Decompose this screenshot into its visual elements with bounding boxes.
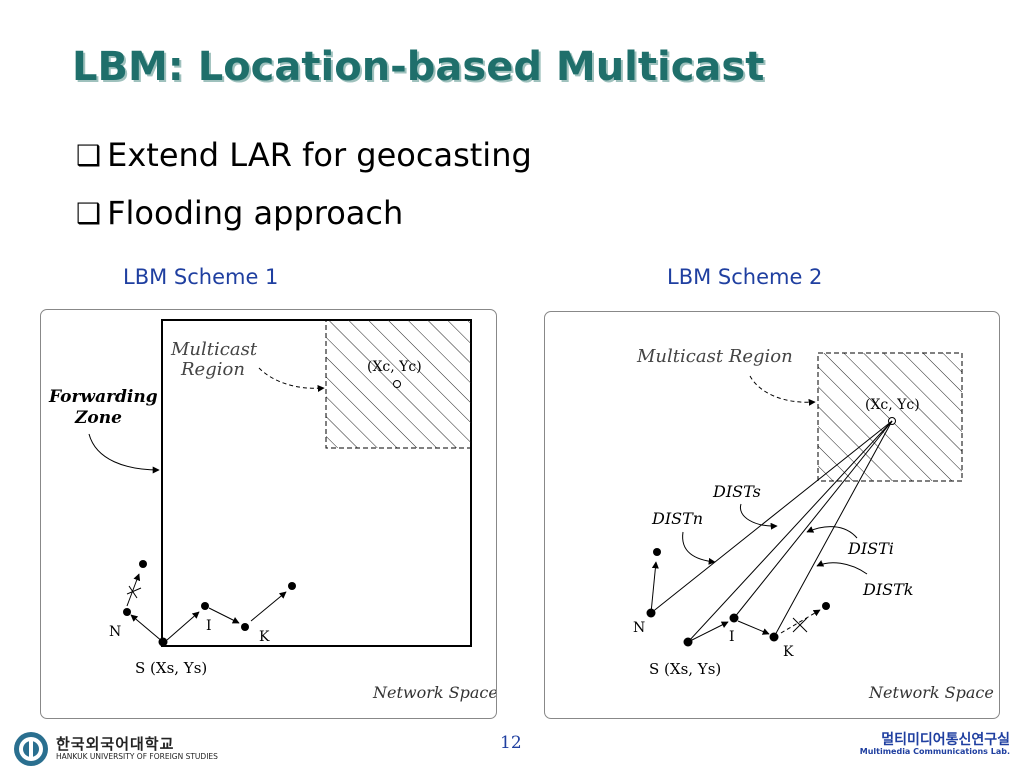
dist-i-label: DISTi [847, 539, 894, 558]
bullet-item-2: ❑ Flooding approach [76, 194, 403, 232]
lab-name-korean: 멀티미디어통신연구실 [881, 732, 1010, 748]
multicast-region-label: Multicast Region [636, 346, 793, 367]
university-name-korean: 한국외국어대학교 [56, 735, 175, 754]
lab-name-english: Multimedia Communications Lab. [859, 747, 1010, 757]
node-k-label: K [783, 644, 794, 660]
forwarding-zone-label-line1: Forwarding [48, 387, 158, 407]
node-n-label: N [633, 620, 645, 636]
page-number: 12 [500, 733, 522, 753]
bullet-text-1: Extend LAR for geocasting [107, 136, 532, 174]
multicast-region-label-line2: Region [180, 359, 245, 380]
bullet-text-2: Flooding approach [107, 194, 404, 232]
center-label: (Xc, Yc) [367, 359, 422, 375]
source-label: S (Xs, Ys) [135, 659, 207, 677]
multicast-region-label-line1: Multicast [170, 339, 258, 360]
dist-s-label: DISTs [712, 482, 761, 501]
university-name-english: HANKUK UNIVERSITY OF FOREIGN STUDIES [56, 751, 218, 761]
checkbox-bullet-icon: ❑ [76, 196, 102, 230]
bullet-item-1: ❑ Extend LAR for geocasting [76, 136, 532, 174]
scheme2-caption: LBM Scheme 2 [667, 265, 823, 289]
university-logo: 한국외국어대학교 HANKUK UNIVERSITY OF FOREIGN ST… [12, 730, 218, 768]
node-i-label: I [729, 629, 735, 645]
node-k-label: K [259, 629, 270, 645]
node-i-label: I [206, 618, 212, 634]
multicast-region-rect [817, 352, 963, 482]
scheme1-caption: LBM Scheme 1 [123, 265, 279, 289]
forwarding-zone-label-line2: Zone [74, 408, 122, 428]
forwarding-zone-rect [161, 319, 472, 647]
multicast-region-rect [325, 319, 472, 449]
dist-k-label: DISTk [862, 580, 913, 599]
checkbox-bullet-icon: ❑ [76, 138, 102, 172]
center-label: (Xc, Yc) [865, 397, 920, 413]
slide-title: LBM: Location-based Multicast [72, 44, 765, 90]
dist-n-label: DISTn [651, 509, 703, 528]
node-n-label: N [109, 624, 121, 640]
university-seal-icon [14, 732, 48, 766]
scheme2-diagram: (Xc, Yc) Multicast Region DISTs DISTn DI… [544, 311, 1000, 719]
source-label: S (Xs, Ys) [649, 660, 721, 678]
network-space-label: Network Space [372, 683, 496, 702]
lab-logo: 멀티미디어통신연구실 Multimedia Communications Lab… [859, 732, 1010, 757]
scheme1-diagram: (Xc, Yc) Multicast Region Forwarding Zon… [40, 309, 497, 719]
network-space-label: Network Space [868, 683, 994, 702]
